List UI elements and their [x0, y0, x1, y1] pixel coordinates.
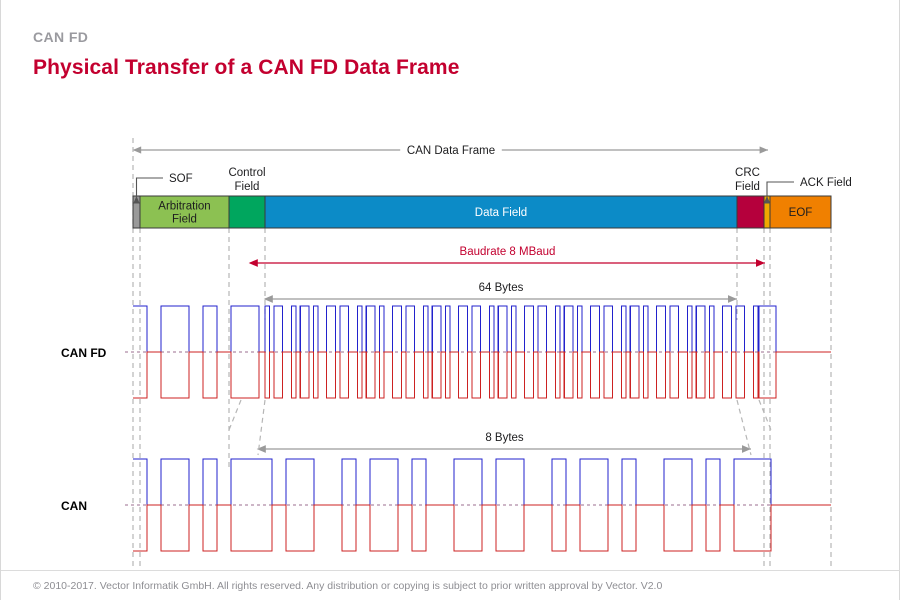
frame-label: CAN Data Frame — [407, 145, 495, 157]
frame-segment-sof[interactable] — [132, 195, 141, 229]
callout-control-field: Field — [235, 181, 260, 193]
measure-label-bytes-64: 64 Bytes — [479, 282, 524, 294]
waveform-canh-can-fd — [133, 305, 831, 353]
frame-segment-label-data: Data Field — [475, 207, 527, 219]
waveform-canl-can — [133, 504, 831, 552]
sof-leader — [133, 177, 163, 204]
connector-data-end — [736, 399, 752, 456]
waveform-can-fd: CAN FD — [61, 305, 831, 399]
connector-data-end-2 — [758, 399, 772, 431]
ack-leader — [763, 181, 794, 204]
page-kicker: CAN FD — [33, 29, 89, 45]
frame-segment-control[interactable] — [228, 195, 266, 229]
frame-segment-label-arbitration: Arbitration — [158, 201, 210, 213]
callout-crc-field: Field — [735, 181, 760, 193]
callout-crc-field: CRC — [735, 167, 760, 179]
copyright-footer: © 2010-2017. Vector Informatik GmbH. All… — [33, 580, 663, 592]
frame-segment-label-eof: EOF — [789, 207, 813, 219]
waveform-canl-can-fd — [133, 351, 831, 399]
page-title: Physical Transfer of a CAN FD Data Frame — [33, 56, 460, 79]
callout-control-field: Control — [228, 167, 265, 179]
connector-data-start-2 — [228, 399, 242, 431]
callout-ack-field: ACK Field — [800, 177, 852, 189]
waveform-can: CAN — [61, 458, 831, 552]
frame-segment-crc[interactable] — [736, 195, 765, 229]
frame-segment-label-arbitration: Field — [172, 214, 197, 226]
callout-sof: SOF — [169, 173, 193, 185]
measure-arrows: Baudrate 8 MBaud 64 Bytes 8 Bytes — [248, 246, 765, 453]
frame-segment-data[interactable] — [264, 195, 738, 229]
waveform-label-can: CAN — [61, 499, 87, 513]
frame-segment-eof[interactable] — [769, 195, 832, 229]
waveform-canh-can — [133, 458, 831, 506]
measure-label-baudrate: Baudrate 8 MBaud — [460, 246, 556, 258]
waveform-connectors — [228, 399, 772, 456]
frame-segment-ack[interactable] — [763, 195, 771, 229]
guide-lines — [132, 138, 832, 570]
connector-data-start — [257, 399, 266, 456]
measure-can-data-frame: CAN Data Frame — [132, 145, 768, 157]
waveform-label-can-fd: CAN FD — [61, 346, 107, 360]
measure-label-bytes-8: 8 Bytes — [485, 432, 524, 444]
frame-segment-arbitration[interactable] — [139, 195, 230, 229]
footer-divider — [1, 570, 900, 571]
